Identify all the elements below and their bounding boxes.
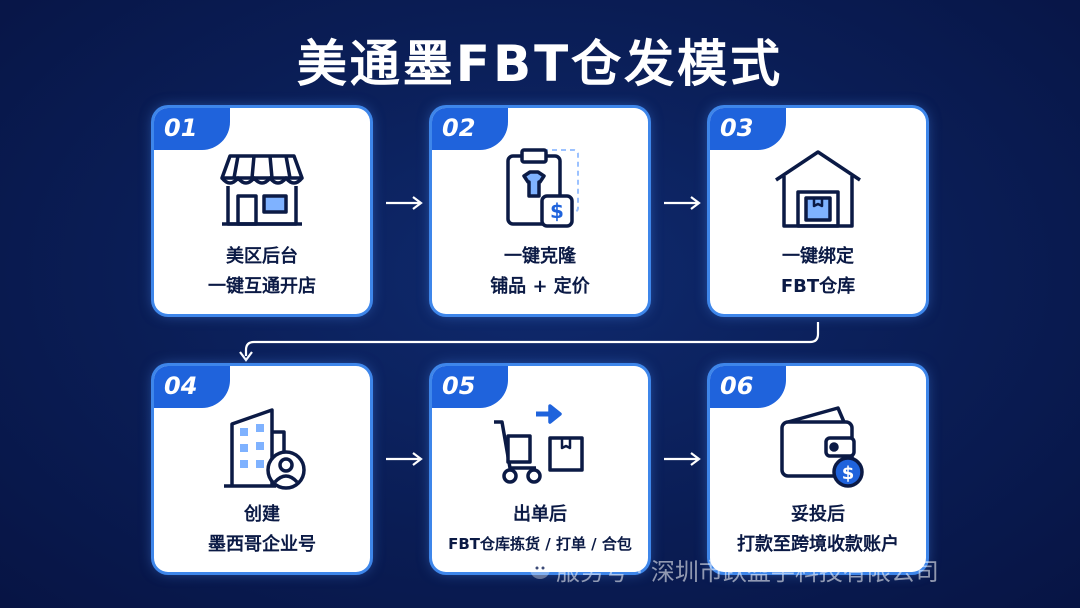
step-card-03: 03 一键绑定 FBT仓库 bbox=[710, 108, 926, 314]
step-number: 06 bbox=[710, 366, 786, 408]
arrow-right-icon bbox=[664, 196, 701, 210]
wechat-logo-icon bbox=[530, 559, 550, 579]
building-user-icon bbox=[224, 408, 306, 490]
step-subtitle: 铺品 + 定价 bbox=[490, 276, 590, 297]
step-number: 03 bbox=[710, 108, 786, 150]
step-number: 01 bbox=[154, 108, 230, 150]
svg-text:$: $ bbox=[550, 199, 564, 223]
step-card-05: 05 出单后 FBT仓库拣货 / 打单 / 合包 bbox=[432, 366, 648, 572]
warehouse-icon bbox=[775, 150, 861, 228]
step-number: 02 bbox=[432, 108, 508, 150]
storefront-icon bbox=[220, 154, 304, 226]
step-card-06: 06 $ 妥投后 打款至跨境收款账户 bbox=[710, 366, 926, 572]
step-subtitle: FBT仓库拣货 / 打单 / 合包 bbox=[448, 535, 632, 553]
step-title: 创建 bbox=[244, 504, 280, 525]
step-card-01: 01 美区后台 一键互通开店 bbox=[154, 108, 370, 314]
step-title: 一键绑定 bbox=[782, 246, 854, 267]
clipboard-price-icon: $ bbox=[506, 148, 579, 228]
page-title: 美通墨FBT仓发模式 bbox=[296, 35, 784, 93]
arrow-right-icon bbox=[664, 452, 701, 466]
watermark-text: 服务号 · 深圳市跃盈手科技有限公司 bbox=[556, 558, 939, 586]
arrow-right-icon bbox=[386, 196, 423, 210]
arrow-right-icon bbox=[386, 452, 423, 466]
step-number: 04 bbox=[154, 366, 230, 408]
step-card-04: 04 创建 墨西哥企业号 bbox=[154, 366, 370, 572]
step-subtitle: 打款至跨境收款账户 bbox=[737, 534, 899, 555]
cart-box-icon bbox=[494, 404, 584, 484]
step-subtitle: FBT仓库 bbox=[780, 276, 856, 297]
wallet-dollar-icon: $ bbox=[780, 406, 864, 488]
step-title: 妥投后 bbox=[791, 504, 845, 525]
step-card-02: 02 $ 一键克隆 铺品 + 定价 bbox=[432, 108, 648, 314]
step-subtitle: 墨西哥企业号 bbox=[208, 534, 316, 555]
step-subtitle: 一键互通开店 bbox=[208, 276, 316, 297]
step-title: 一键克隆 bbox=[504, 246, 576, 267]
step-title: 出单后 bbox=[513, 504, 567, 525]
svg-text:$: $ bbox=[842, 463, 855, 484]
step-number: 05 bbox=[432, 366, 508, 408]
step-title: 美区后台 bbox=[226, 246, 298, 267]
